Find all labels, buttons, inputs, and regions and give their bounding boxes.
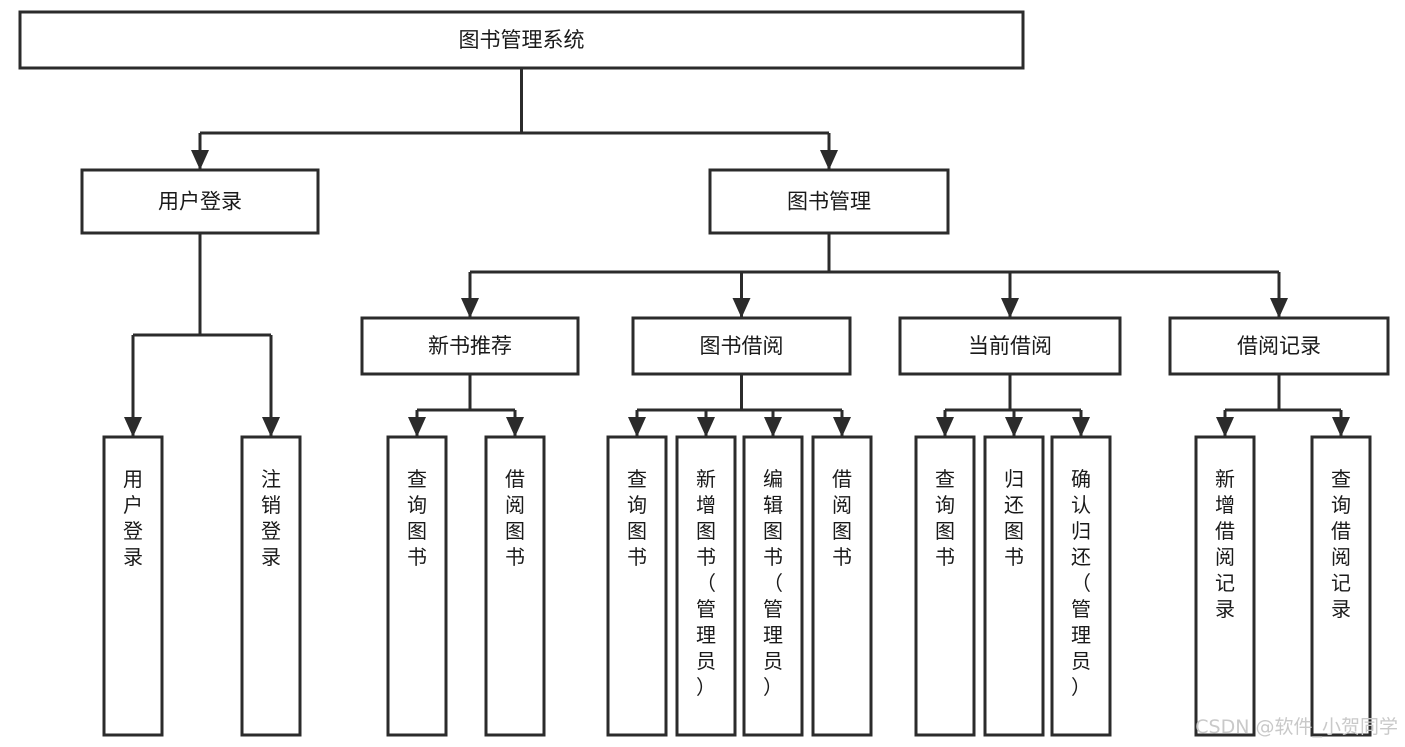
arrow-head-icon bbox=[697, 417, 715, 437]
node-box-root[interactable] bbox=[18, 10, 1025, 70]
node-label-leaf-add-borrow-record: 新增借阅记录 bbox=[1215, 467, 1235, 621]
arrow-head-icon bbox=[1005, 417, 1023, 437]
node-box-leaf-confirm-return-admin[interactable] bbox=[1050, 435, 1112, 737]
node-boxes-group: 图书管理系统用户登录图书管理新书推荐图书借阅当前借阅借阅记录用户登录注销登录查询… bbox=[18, 10, 1390, 737]
arrow-head-icon bbox=[124, 417, 142, 437]
node-leaf-return-book[interactable]: 归还图书 bbox=[983, 435, 1045, 737]
node-label-leaf-query-borrow-record: 查询借阅记录 bbox=[1331, 467, 1351, 621]
node-box-book-borrow[interactable] bbox=[631, 316, 852, 376]
node-leaf-borrow-book[interactable]: 借阅图书 bbox=[811, 435, 873, 737]
node-label-current-borrow: 当前借阅 bbox=[968, 334, 1052, 358]
node-box-book-manage[interactable] bbox=[708, 168, 950, 235]
node-label-leaf-return-book: 归还图书 bbox=[1004, 467, 1024, 569]
arrow-head-icon bbox=[408, 417, 426, 437]
node-leaf-add-borrow-record[interactable]: 新增借阅记录 bbox=[1194, 435, 1256, 737]
arrow-head-icon bbox=[1001, 298, 1019, 318]
arrow-head-icon bbox=[820, 150, 838, 170]
arrow-head-icon bbox=[1332, 417, 1350, 437]
node-leaf-query-book-recommend[interactable]: 查询图书 bbox=[386, 435, 448, 737]
node-label-leaf-confirm-return-admin: 确认归还（管理员） bbox=[1071, 467, 1091, 699]
node-label-root: 图书管理系统 bbox=[459, 28, 585, 52]
node-leaf-user-logout[interactable]: 注销登录 bbox=[240, 435, 302, 737]
node-box-leaf-borrow-book[interactable] bbox=[811, 435, 873, 737]
node-label-leaf-borrow-book: 借阅图书 bbox=[832, 467, 852, 569]
node-book-manage[interactable]: 图书管理 bbox=[708, 168, 950, 235]
node-box-leaf-query-book-borrow[interactable] bbox=[606, 435, 668, 737]
node-label-leaf-user-login: 用户登录 bbox=[123, 467, 143, 569]
node-box-new-book-recommend[interactable] bbox=[360, 316, 580, 376]
arrow-head-icon bbox=[262, 417, 280, 437]
node-box-leaf-user-login[interactable] bbox=[102, 435, 164, 737]
node-new-book-recommend[interactable]: 新书推荐 bbox=[360, 316, 580, 376]
arrow-head-icon bbox=[1216, 417, 1234, 437]
node-label-leaf-user-logout: 注销登录 bbox=[261, 467, 281, 569]
node-leaf-add-book-admin[interactable]: 新增图书（管理员） bbox=[675, 435, 737, 737]
arrow-head-icon bbox=[833, 417, 851, 437]
node-label-user-login: 用户登录 bbox=[158, 190, 242, 214]
node-book-borrow[interactable]: 图书借阅 bbox=[631, 316, 852, 376]
node-label-book-manage: 图书管理 bbox=[787, 190, 871, 214]
node-leaf-user-login[interactable]: 用户登录 bbox=[102, 435, 164, 737]
node-label-leaf-query-book-recommend: 查询图书 bbox=[407, 467, 427, 569]
arrow-head-icon bbox=[732, 298, 751, 318]
node-box-leaf-query-book-recommend[interactable] bbox=[386, 435, 448, 737]
arrow-head-icon bbox=[628, 417, 646, 437]
connector-lines-group bbox=[124, 68, 1350, 437]
node-root[interactable]: 图书管理系统 bbox=[18, 10, 1025, 70]
arrow-head-icon bbox=[191, 150, 209, 170]
node-leaf-confirm-return-admin[interactable]: 确认归还（管理员） bbox=[1050, 435, 1112, 737]
arrow-head-icon bbox=[1270, 298, 1288, 318]
node-user-login[interactable]: 用户登录 bbox=[80, 168, 320, 235]
node-box-user-login[interactable] bbox=[80, 168, 320, 235]
node-box-current-borrow[interactable] bbox=[898, 316, 1122, 376]
node-box-borrow-record[interactable] bbox=[1168, 316, 1390, 376]
csdn-watermark: CSDN @软件_小贺同学 bbox=[1195, 716, 1398, 738]
arrow-head-icon bbox=[506, 417, 524, 437]
node-box-leaf-user-logout[interactable] bbox=[240, 435, 302, 737]
node-label-book-borrow: 图书借阅 bbox=[700, 334, 784, 358]
node-label-borrow-record: 借阅记录 bbox=[1237, 334, 1321, 358]
node-borrow-record[interactable]: 借阅记录 bbox=[1168, 316, 1390, 376]
node-leaf-edit-book-admin[interactable]: 编辑图书（管理员） bbox=[742, 435, 804, 737]
node-box-leaf-add-book-admin[interactable] bbox=[675, 435, 737, 737]
arrow-head-icon bbox=[461, 298, 479, 318]
node-box-leaf-add-borrow-record[interactable] bbox=[1194, 435, 1256, 737]
node-box-leaf-borrow-book-recommend[interactable] bbox=[484, 435, 546, 737]
node-box-leaf-query-borrow-record[interactable] bbox=[1310, 435, 1372, 737]
node-box-leaf-edit-book-admin[interactable] bbox=[742, 435, 804, 737]
node-label-leaf-add-book-admin: 新增图书（管理员） bbox=[696, 467, 716, 699]
node-label-leaf-borrow-book-recommend: 借阅图书 bbox=[505, 467, 525, 569]
node-leaf-borrow-book-recommend[interactable]: 借阅图书 bbox=[484, 435, 546, 737]
node-box-leaf-query-book-current[interactable] bbox=[914, 435, 976, 737]
node-label-new-book-recommend: 新书推荐 bbox=[428, 334, 512, 358]
node-box-leaf-return-book[interactable] bbox=[983, 435, 1045, 737]
node-label-leaf-query-book-borrow: 查询图书 bbox=[627, 467, 647, 569]
arrow-head-icon bbox=[936, 417, 954, 437]
node-current-borrow[interactable]: 当前借阅 bbox=[898, 316, 1122, 376]
node-label-leaf-query-book-current: 查询图书 bbox=[935, 467, 955, 569]
arrow-head-icon bbox=[1072, 417, 1090, 437]
node-leaf-query-book-current[interactable]: 查询图书 bbox=[914, 435, 976, 737]
node-leaf-query-book-borrow[interactable]: 查询图书 bbox=[606, 435, 668, 737]
node-leaf-query-borrow-record[interactable]: 查询借阅记录 bbox=[1310, 435, 1372, 737]
arrow-head-icon bbox=[764, 417, 782, 437]
node-label-leaf-edit-book-admin: 编辑图书（管理员） bbox=[763, 467, 783, 699]
